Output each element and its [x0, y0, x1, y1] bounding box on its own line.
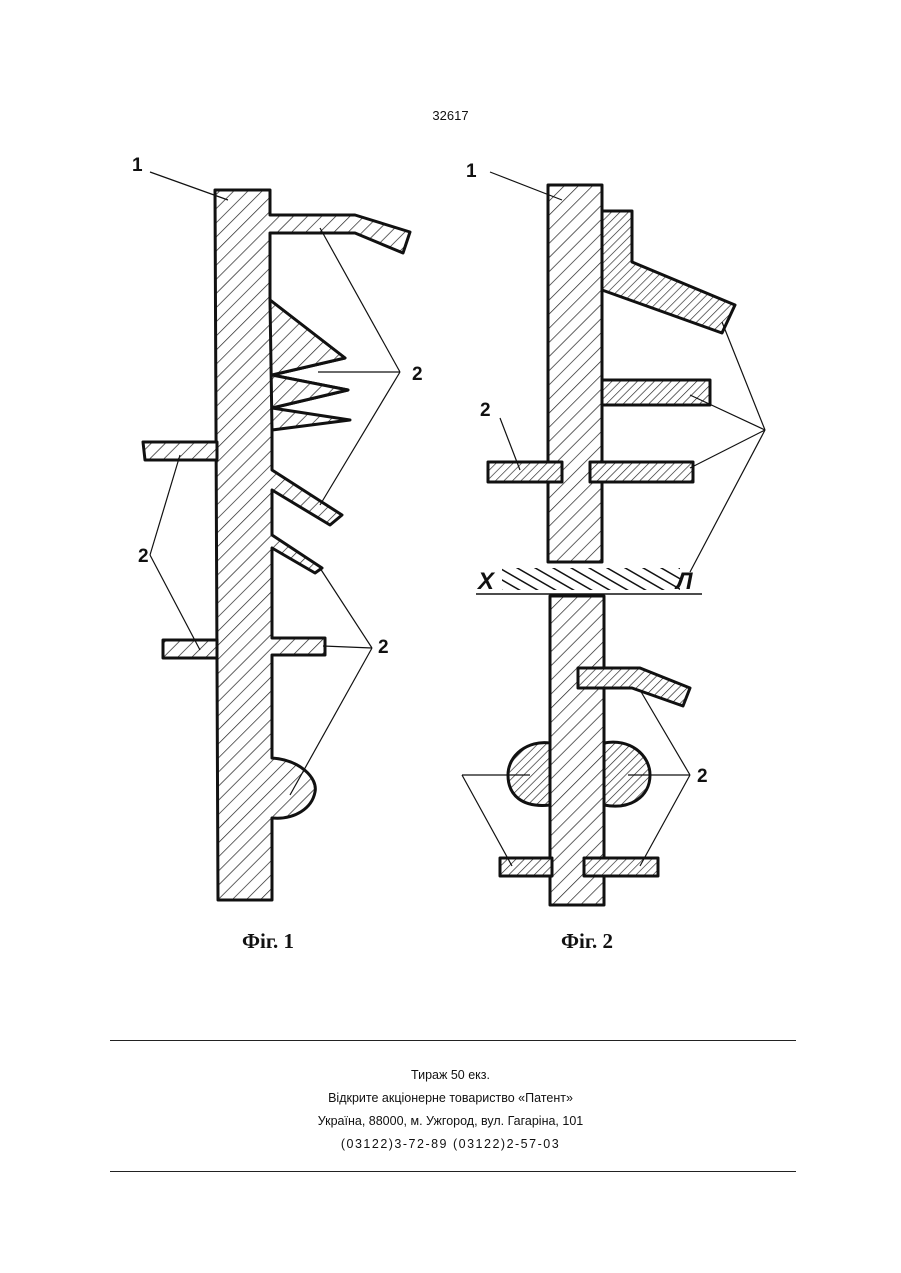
fig2-bar-upper	[548, 185, 602, 562]
footer-rule-bottom	[110, 1171, 796, 1172]
fig1-label-1: 1	[132, 155, 143, 176]
fig2-leader-r4	[690, 430, 765, 572]
fig2-lump-right	[604, 742, 650, 806]
fig2-leader-bl2	[462, 775, 512, 866]
fig2-section-label-left: X	[476, 568, 496, 595]
figure-2-drawing	[462, 172, 765, 905]
fig1-label-2-left: 2	[138, 546, 149, 567]
fig2-fin-1	[602, 380, 710, 405]
fig2-fin-angled	[602, 211, 735, 333]
fig1-caption: Фіг. 1	[242, 929, 294, 954]
fig1-leader-1	[150, 172, 228, 200]
fig2-section-label-right: Л	[674, 568, 693, 595]
fig2-label-2-bottom: 2	[697, 766, 708, 787]
fig2-leader-r3	[690, 430, 765, 468]
publisher-footer: Тираж 50 екз. Відкрите акціонерне товари…	[0, 1064, 901, 1156]
fig1-leader-2e	[150, 555, 200, 650]
figure-1-drawing	[143, 172, 410, 900]
footer-rule-top	[110, 1040, 796, 1041]
company-address: Україна, 88000, м. Ужгород, вул. Гагарін…	[0, 1110, 901, 1133]
fig1-leader-2f	[318, 565, 372, 648]
fig1-label-2-lower: 2	[378, 637, 389, 658]
company-phones: (03122)3-72-89 (03122)2-57-03	[0, 1133, 901, 1156]
fig1-leader-2d	[150, 455, 180, 555]
fig2-bottom-plate-left	[500, 858, 552, 876]
fig1-left-plate-lower	[163, 640, 217, 658]
fig2-bottom-plate-right	[584, 858, 658, 876]
patent-figures: 1 2 2 2 1 2 2 X Л	[0, 0, 901, 1000]
fig2-caption: Фіг. 2	[561, 929, 613, 954]
fig2-lump-left	[508, 743, 550, 806]
fig2-fin-2	[590, 462, 693, 482]
fig2-leader-r1	[722, 322, 765, 430]
fig1-label-2-upper: 2	[412, 364, 423, 385]
fig1-bar	[215, 190, 410, 900]
fig1-zigzag	[270, 300, 350, 430]
fig1-leader-2h	[290, 648, 372, 795]
fig1-left-plate-upper	[143, 442, 217, 460]
fig2-section-band	[502, 568, 680, 590]
circulation-text: Тираж 50 екз.	[0, 1064, 901, 1087]
company-name: Відкрите акціонерне товариство «Патент»	[0, 1087, 901, 1110]
fig2-fin-left	[488, 462, 562, 482]
fig1-leader-2g	[323, 646, 372, 648]
fig2-label-2-left: 2	[480, 400, 491, 421]
fig2-label-1: 1	[466, 161, 477, 182]
